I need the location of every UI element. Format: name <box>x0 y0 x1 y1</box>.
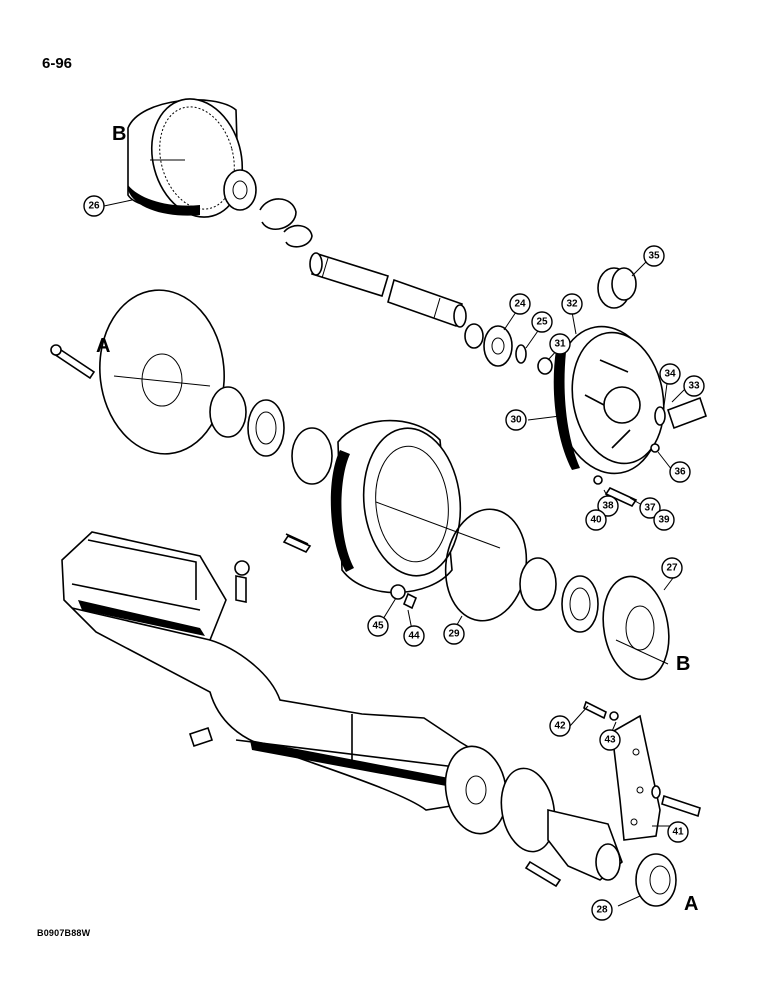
callout-29: 29 <box>443 623 465 645</box>
callout-39: 39 <box>653 509 675 531</box>
svg-text:45: 45 <box>372 621 384 632</box>
callout-40: 40 <box>585 509 607 531</box>
callout-43: 43 <box>599 729 621 751</box>
seal <box>635 853 677 907</box>
brake-disc <box>99 289 225 455</box>
svg-text:37: 37 <box>644 503 656 514</box>
svg-text:39: 39 <box>658 515 670 526</box>
svg-text:29: 29 <box>448 629 460 640</box>
svg-text:30: 30 <box>510 415 522 426</box>
callout-37: 37 <box>639 497 661 519</box>
svg-text:35: 35 <box>648 251 660 262</box>
axle-shaft <box>309 252 467 328</box>
ref-letter-a-top: A <box>96 335 110 357</box>
svg-text:40: 40 <box>590 515 602 526</box>
pin-shaft <box>654 396 708 430</box>
callout-41: 41 <box>667 821 689 843</box>
bearings-inner <box>209 386 333 485</box>
callout-24: 24 <box>509 293 531 315</box>
svg-text:33: 33 <box>688 381 700 392</box>
svg-text:44: 44 <box>408 631 420 642</box>
wheel-hub <box>330 419 501 594</box>
svg-text:42: 42 <box>554 721 566 732</box>
planet-carrier <box>553 325 665 475</box>
svg-text:43: 43 <box>604 735 616 746</box>
svg-text:25: 25 <box>536 317 548 328</box>
callout-28: 28 <box>591 899 613 921</box>
callout-26: 26 <box>83 195 105 217</box>
callout-33: 33 <box>683 375 705 397</box>
callout-32: 32 <box>561 293 583 315</box>
svg-text:26: 26 <box>88 201 100 212</box>
callout-25: 25 <box>531 311 553 333</box>
page-number: 6-96 <box>42 55 73 72</box>
svg-text:41: 41 <box>672 827 684 838</box>
svg-text:24: 24 <box>514 299 526 310</box>
figure-id: B0907B88W <box>37 928 91 938</box>
ref-letter-b-bottom: B <box>676 653 690 675</box>
bracket-bolts <box>285 533 701 888</box>
planet-gear-set <box>464 323 553 375</box>
planet-carrier-parts <box>223 169 313 248</box>
svg-text:31: 31 <box>554 339 566 350</box>
bolt-left <box>50 344 96 380</box>
callout-44: 44 <box>403 625 425 647</box>
bearings-outer <box>519 557 599 633</box>
bolt-and-washer <box>593 443 660 508</box>
callout-45: 45 <box>367 615 389 637</box>
callout-31: 31 <box>549 333 571 355</box>
callout-36: 36 <box>669 461 691 483</box>
ring-gear-b <box>602 575 670 681</box>
ref-letter-a-bottom: A <box>684 893 698 915</box>
callout-38: 38 <box>597 495 619 517</box>
plug <box>188 726 214 748</box>
spindle <box>500 767 623 881</box>
ring-gear <box>127 98 244 218</box>
ref-letter-b-top: B <box>112 123 126 145</box>
svg-text:36: 36 <box>674 467 686 478</box>
callout-35: 35 <box>643 245 665 267</box>
callout-27: 27 <box>661 557 683 579</box>
callout-30: 30 <box>505 409 527 431</box>
bracket <box>611 714 661 841</box>
svg-text:28: 28 <box>596 905 608 916</box>
svg-text:27: 27 <box>666 563 678 574</box>
svg-text:32: 32 <box>566 299 578 310</box>
svg-text:34: 34 <box>664 369 676 380</box>
small-gear <box>597 267 637 309</box>
svg-text:38: 38 <box>602 501 614 512</box>
axle-housing <box>61 531 491 811</box>
wheel-stud <box>282 534 418 610</box>
callout-34: 34 <box>659 363 681 385</box>
callout-42: 42 <box>549 715 571 737</box>
